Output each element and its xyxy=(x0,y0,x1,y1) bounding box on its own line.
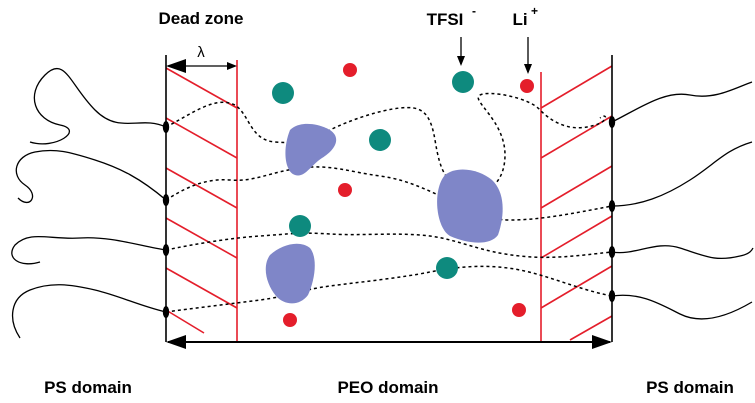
ion-clusters xyxy=(265,123,503,304)
lambda-label: λ xyxy=(197,44,205,61)
peo-domain-label: PEO domain xyxy=(337,378,438,397)
tfsi-ion xyxy=(272,82,294,104)
li-ion xyxy=(283,313,297,327)
peo-chains xyxy=(165,92,613,313)
li-ion xyxy=(512,303,526,317)
tfsi-ion xyxy=(369,129,391,151)
li-charge: + xyxy=(531,4,538,18)
tfsi-ions xyxy=(272,71,474,279)
left-dead-zone-hatch xyxy=(165,60,238,342)
li-ion xyxy=(338,183,352,197)
tfsi-ion xyxy=(289,215,311,237)
dead-zone-label: Dead zone xyxy=(158,9,243,28)
tfsi-label: TFSI xyxy=(427,10,464,29)
li-ion xyxy=(343,63,357,77)
chain-anchors xyxy=(162,116,616,318)
ion-cluster xyxy=(285,123,337,176)
li-ion xyxy=(520,79,534,93)
ion-cluster xyxy=(265,243,315,304)
tfsi-ion xyxy=(436,257,458,279)
ps-domain-left-label: PS domain xyxy=(44,378,132,397)
ion-cluster xyxy=(437,169,503,243)
left-ps-chains xyxy=(11,67,167,339)
li-label: Li xyxy=(512,10,527,29)
right-ps-chains xyxy=(611,81,754,320)
li-ions xyxy=(283,63,534,327)
ps-domain-right-label: PS domain xyxy=(646,378,734,397)
right-dead-zone-hatch xyxy=(540,65,613,342)
tfsi-ion xyxy=(452,71,474,93)
tfsi-charge: - xyxy=(472,4,476,18)
